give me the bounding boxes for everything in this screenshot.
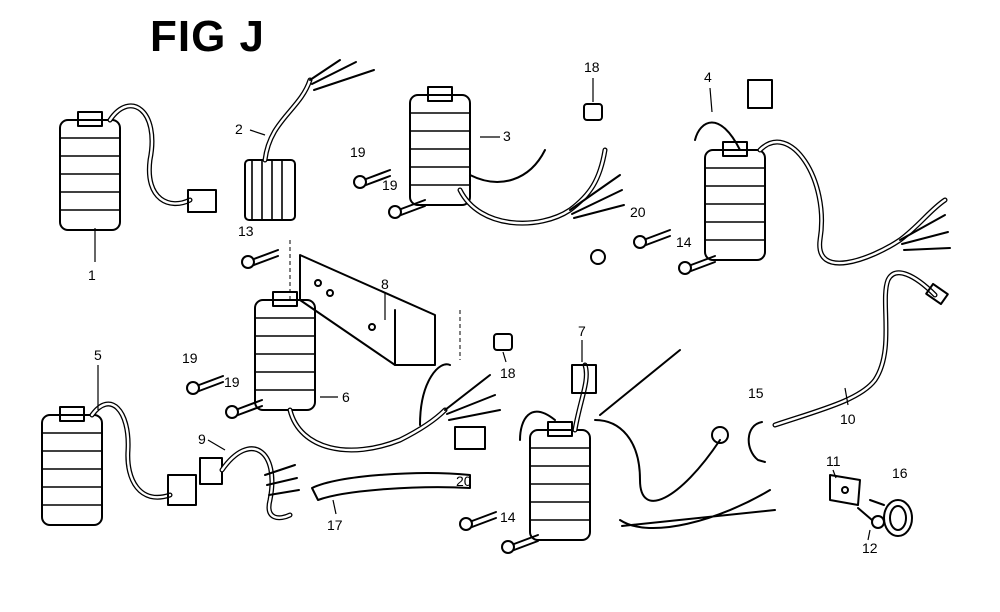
callout-20b: 20 bbox=[456, 473, 472, 489]
harness-part-9 bbox=[199, 439, 300, 521]
callout-14b: 14 bbox=[500, 509, 516, 525]
callout-15: 15 bbox=[748, 385, 764, 401]
callout-3: 3 bbox=[503, 128, 511, 144]
tube-part-17 bbox=[311, 472, 471, 515]
bolt-part-20b bbox=[459, 511, 497, 531]
bolt-part-13 bbox=[241, 249, 279, 269]
bracket-part-11 bbox=[829, 469, 861, 506]
callout-13: 13 bbox=[238, 223, 254, 239]
regulator-part-7 bbox=[519, 340, 776, 541]
bolt-part-19b bbox=[388, 199, 426, 219]
bracket-part-8 bbox=[289, 240, 461, 366]
callout-8: 8 bbox=[381, 276, 389, 292]
callout-11: 11 bbox=[826, 453, 841, 469]
callout-18b: 18 bbox=[500, 365, 516, 381]
regulator-part-6 bbox=[254, 291, 501, 453]
callout-9: 9 bbox=[198, 431, 206, 447]
callout-19b: 19 bbox=[382, 177, 398, 193]
callout-1: 1 bbox=[88, 267, 96, 283]
figure-title: FIG J bbox=[150, 12, 266, 61]
callout-20a: 20 bbox=[630, 204, 646, 220]
regulator-part-5 bbox=[41, 365, 197, 526]
nut-part-18b bbox=[493, 333, 513, 363]
clip-part-15 bbox=[747, 421, 766, 463]
nut-part-18a bbox=[583, 78, 603, 121]
callout-16: 16 bbox=[892, 465, 908, 481]
lead-wire-part-10 bbox=[772, 270, 949, 428]
bolt-part-14b bbox=[501, 534, 539, 554]
bolt-part-12 bbox=[857, 507, 885, 541]
callout-10: 10 bbox=[840, 411, 856, 427]
callout-19a: 19 bbox=[350, 144, 366, 160]
callout-18a: 18 bbox=[584, 59, 600, 75]
callout-4: 4 bbox=[704, 69, 712, 85]
clamp-part-16 bbox=[869, 499, 913, 537]
callout-6: 6 bbox=[342, 389, 350, 405]
regulator-part-1 bbox=[59, 103, 217, 262]
callout-17: 17 bbox=[327, 517, 343, 533]
bolt-part-19c bbox=[186, 375, 224, 395]
callout-19c: 19 bbox=[182, 350, 198, 366]
callout-19d: 19 bbox=[224, 374, 240, 390]
regulator-part-4 bbox=[694, 79, 951, 266]
regulator-part-2 bbox=[244, 59, 375, 221]
callout-2: 2 bbox=[235, 121, 243, 137]
callout-14a: 14 bbox=[676, 234, 692, 250]
bolt-part-19d bbox=[225, 399, 263, 419]
regulator-part-3 bbox=[409, 86, 625, 265]
bolt-part-14a bbox=[678, 255, 716, 275]
callout-7: 7 bbox=[578, 323, 586, 339]
callout-12: 12 bbox=[862, 540, 878, 556]
bolt-part-20a bbox=[633, 229, 671, 249]
callout-5: 5 bbox=[94, 347, 102, 363]
